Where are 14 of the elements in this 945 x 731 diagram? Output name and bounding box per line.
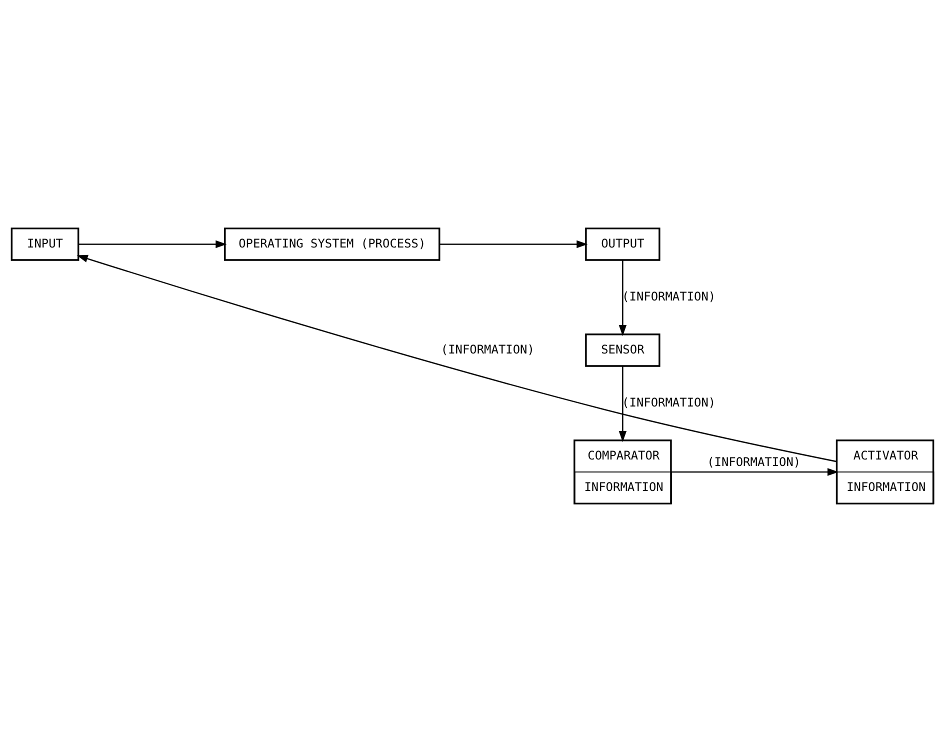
edge-label: (INFORMATION) [622,394,716,409]
arrow [439,240,588,248]
node-box: OUTPUT [585,227,660,260]
edge-label: (INFORMATION) [440,342,534,356]
edge-label: (INFORMATION) [622,288,716,303]
arrow [618,260,627,336]
node-box: SENSOR [585,333,660,366]
edge-label: (INFORMATION) [707,454,801,469]
arrow [618,366,627,442]
node-box: OPERATING SYSTEM (PROCESS) [224,227,440,260]
arrow [78,240,227,248]
arrow [671,468,839,476]
node-box: INPUT [10,227,80,260]
arrow [76,254,837,462]
